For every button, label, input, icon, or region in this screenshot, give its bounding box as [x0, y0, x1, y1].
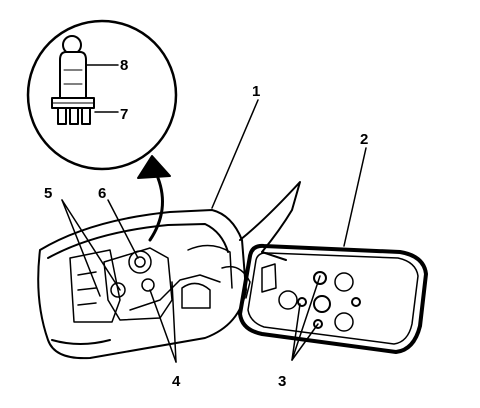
callout-6: 6	[98, 185, 106, 202]
callout-1: 1	[252, 83, 260, 100]
callout-8: 8	[120, 57, 128, 74]
mirror-glass	[238, 243, 428, 354]
callout-2: 2	[360, 131, 368, 148]
curved-arrow-icon	[137, 155, 171, 242]
callout-3: 3	[278, 373, 286, 390]
callout-4: 4	[172, 373, 181, 390]
bulb-icon	[51, 35, 95, 125]
leader-lines	[61, 99, 367, 363]
callout-7: 7	[120, 106, 128, 123]
bulb-detail-inset	[26, 19, 178, 171]
motor-mechanism	[69, 244, 251, 323]
callout-5: 5	[44, 185, 52, 202]
callout-labels: 1 2 3 4 5 6 7 8	[44, 57, 368, 390]
